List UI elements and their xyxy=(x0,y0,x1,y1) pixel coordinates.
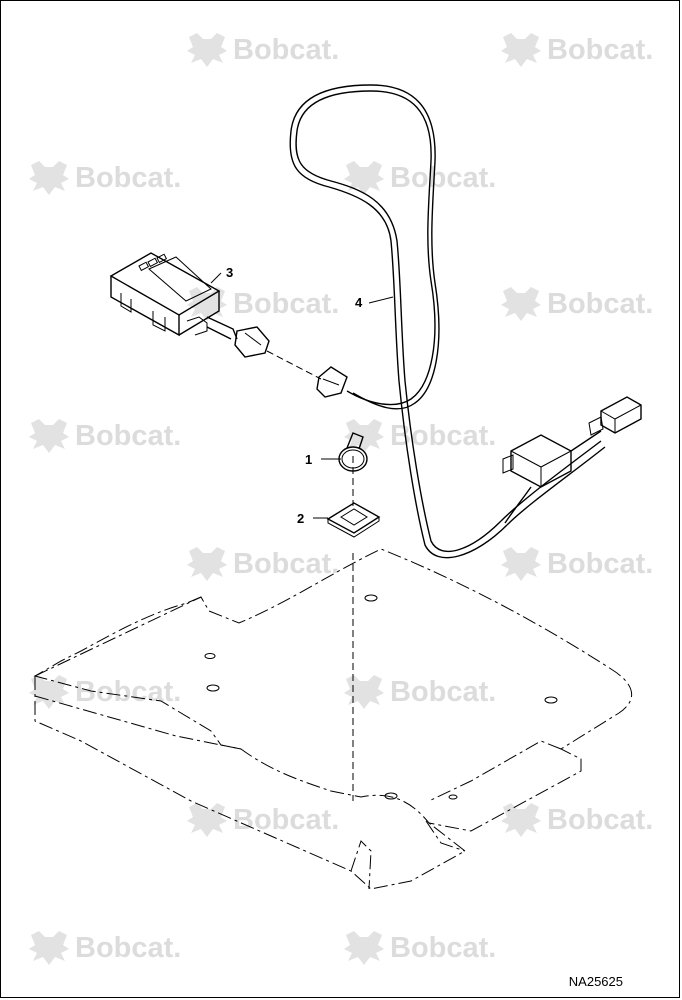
callout-number-4: 4 xyxy=(355,295,363,310)
watermark-text: Bobcat. xyxy=(547,34,653,66)
watermark-layer: Bobcat. Bobcat. Bobcat. Bobcat. Bobcat. … xyxy=(29,33,653,965)
bobcat-logo-icon xyxy=(29,931,69,965)
watermark-text: Bobcat. xyxy=(390,932,496,964)
bobcat-logo-icon xyxy=(344,931,384,965)
bobcat-logo-icon xyxy=(29,419,69,453)
watermark-text: Bobcat. xyxy=(233,548,339,580)
watermark-text: Bobcat. xyxy=(390,162,496,194)
bobcat-logo-icon xyxy=(501,547,541,581)
floor-panel xyxy=(33,548,633,890)
watermark-text: Bobcat. xyxy=(75,420,181,452)
watermark-text: Bobcat. xyxy=(547,288,653,320)
watermark-text: Bobcat. xyxy=(233,288,339,320)
bobcat-logo-icon xyxy=(29,161,69,195)
bobcat-logo-icon xyxy=(187,287,227,321)
bobcat-logo-icon xyxy=(501,803,541,837)
tie-mount xyxy=(326,502,381,538)
watermark-text: Bobcat. xyxy=(390,420,496,452)
watermark-text: Bobcat. xyxy=(233,804,339,836)
watermark-text: Bobcat. xyxy=(75,162,181,194)
callout-number-2: 2 xyxy=(297,511,304,526)
callout-leaders xyxy=(210,272,394,519)
harness-connector-pair xyxy=(234,326,348,398)
watermark-text: Bobcat. xyxy=(75,932,181,964)
watermark-text: Bobcat. xyxy=(233,34,339,66)
wire-harness xyxy=(289,84,642,559)
watermark-text: Bobcat. xyxy=(547,548,653,580)
callout-number-1: 1 xyxy=(305,452,312,467)
figure-id: NA25625 xyxy=(568,974,623,989)
bobcat-logo-icon xyxy=(344,675,384,709)
module xyxy=(109,252,238,340)
watermark-text: Bobcat. xyxy=(390,676,496,708)
watermark-text: Bobcat. xyxy=(547,804,653,836)
bobcat-logo-icon xyxy=(187,33,227,67)
bobcat-logo-icon xyxy=(501,33,541,67)
bobcat-logo-icon xyxy=(344,161,384,195)
bobcat-logo-icon xyxy=(501,287,541,321)
callout-number-3: 3 xyxy=(226,265,233,280)
bobcat-logo-icon xyxy=(187,547,227,581)
